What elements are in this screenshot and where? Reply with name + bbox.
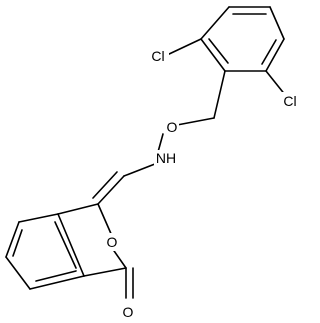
bond <box>35 270 77 282</box>
bond <box>92 171 118 199</box>
ether-oxygen-label: O <box>167 119 178 135</box>
fused-benzene-ring <box>5 213 85 290</box>
bond <box>97 203 113 237</box>
bond <box>5 221 20 258</box>
bond <box>200 38 226 72</box>
carbonyl-oxygen-label: O <box>123 304 134 320</box>
chlorine-atom-label: Cl <box>283 93 296 109</box>
bond <box>54 221 77 269</box>
bond <box>57 213 85 277</box>
bond <box>29 275 85 290</box>
amine-nh-label: NH <box>156 150 176 166</box>
bond <box>12 229 23 257</box>
bond <box>200 6 230 40</box>
ring-oxygen-label: O <box>107 234 118 250</box>
bond <box>265 70 287 97</box>
bond <box>213 70 226 119</box>
bond <box>111 247 127 269</box>
bond <box>269 6 285 40</box>
label-knockout <box>279 92 301 110</box>
bond <box>97 175 125 205</box>
molecule-structure: Cl Cl O NH O O <box>5 6 301 322</box>
label-knockout <box>165 118 179 136</box>
bond <box>261 39 277 65</box>
bond <box>57 203 99 215</box>
bond <box>166 38 202 56</box>
label-knockout <box>147 47 169 65</box>
dichlorophenyl-ring <box>200 6 285 72</box>
bond <box>265 38 285 72</box>
label-knockout <box>105 233 119 251</box>
label-knockout <box>121 304 135 322</box>
label-knockout <box>154 150 180 168</box>
bond <box>208 38 229 64</box>
chlorine-atom-label: Cl <box>151 48 164 64</box>
bond <box>5 256 31 290</box>
bond <box>83 267 127 277</box>
bond <box>176 117 215 126</box>
bond <box>157 133 164 153</box>
bond <box>18 213 59 223</box>
